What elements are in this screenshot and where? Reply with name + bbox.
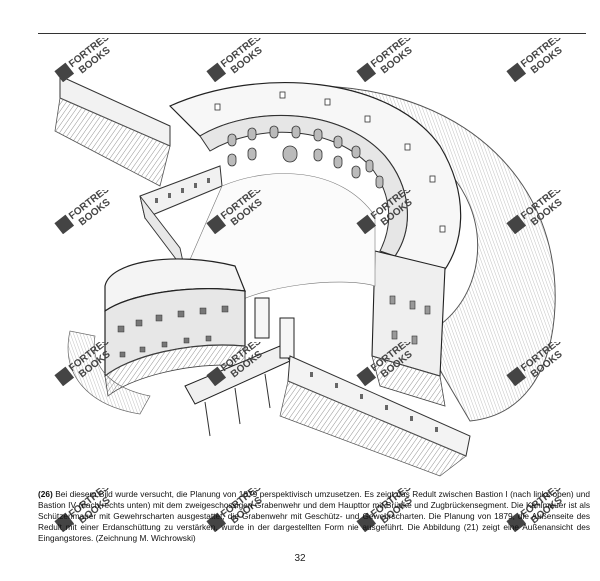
figure-reference: (26) (38, 489, 53, 499)
fort-illustration (54, 75, 556, 477)
watermark: FORTRESS BOOKS (500, 38, 574, 82)
top-rule (38, 33, 586, 34)
watermark: FORTRESS BOOKS (200, 190, 274, 234)
watermark: FORTRESS BOOKS (48, 488, 122, 532)
watermark: FORTRESS BOOKS (48, 190, 122, 234)
caption-text: Bei diesem Bild wurde versucht, die Plan… (38, 489, 590, 543)
watermark: FORTRESS BOOKS (500, 488, 574, 532)
watermark: FORTRESS BOOKS (500, 190, 574, 234)
watermark: FORTRESS BOOKS (200, 38, 274, 82)
page-number: 32 (294, 553, 306, 564)
watermark: FORTRESS BOOKS (48, 342, 122, 386)
watermark: FORTRESS BOOKS (48, 38, 122, 82)
watermark: FORTRESS BOOKS (350, 488, 424, 532)
figure-caption: (26) Bei diesem Bild wurde versucht, die… (38, 489, 590, 544)
watermark: FORTRESS BOOKS (500, 342, 574, 386)
watermark: FORTRESS BOOKS (350, 342, 424, 386)
watermark: FORTRESS BOOKS (200, 342, 274, 386)
watermark: FORTRESS BOOKS (200, 488, 274, 532)
watermark: FORTRESS BOOKS (350, 190, 424, 234)
watermark: FORTRESS BOOKS (350, 38, 424, 82)
